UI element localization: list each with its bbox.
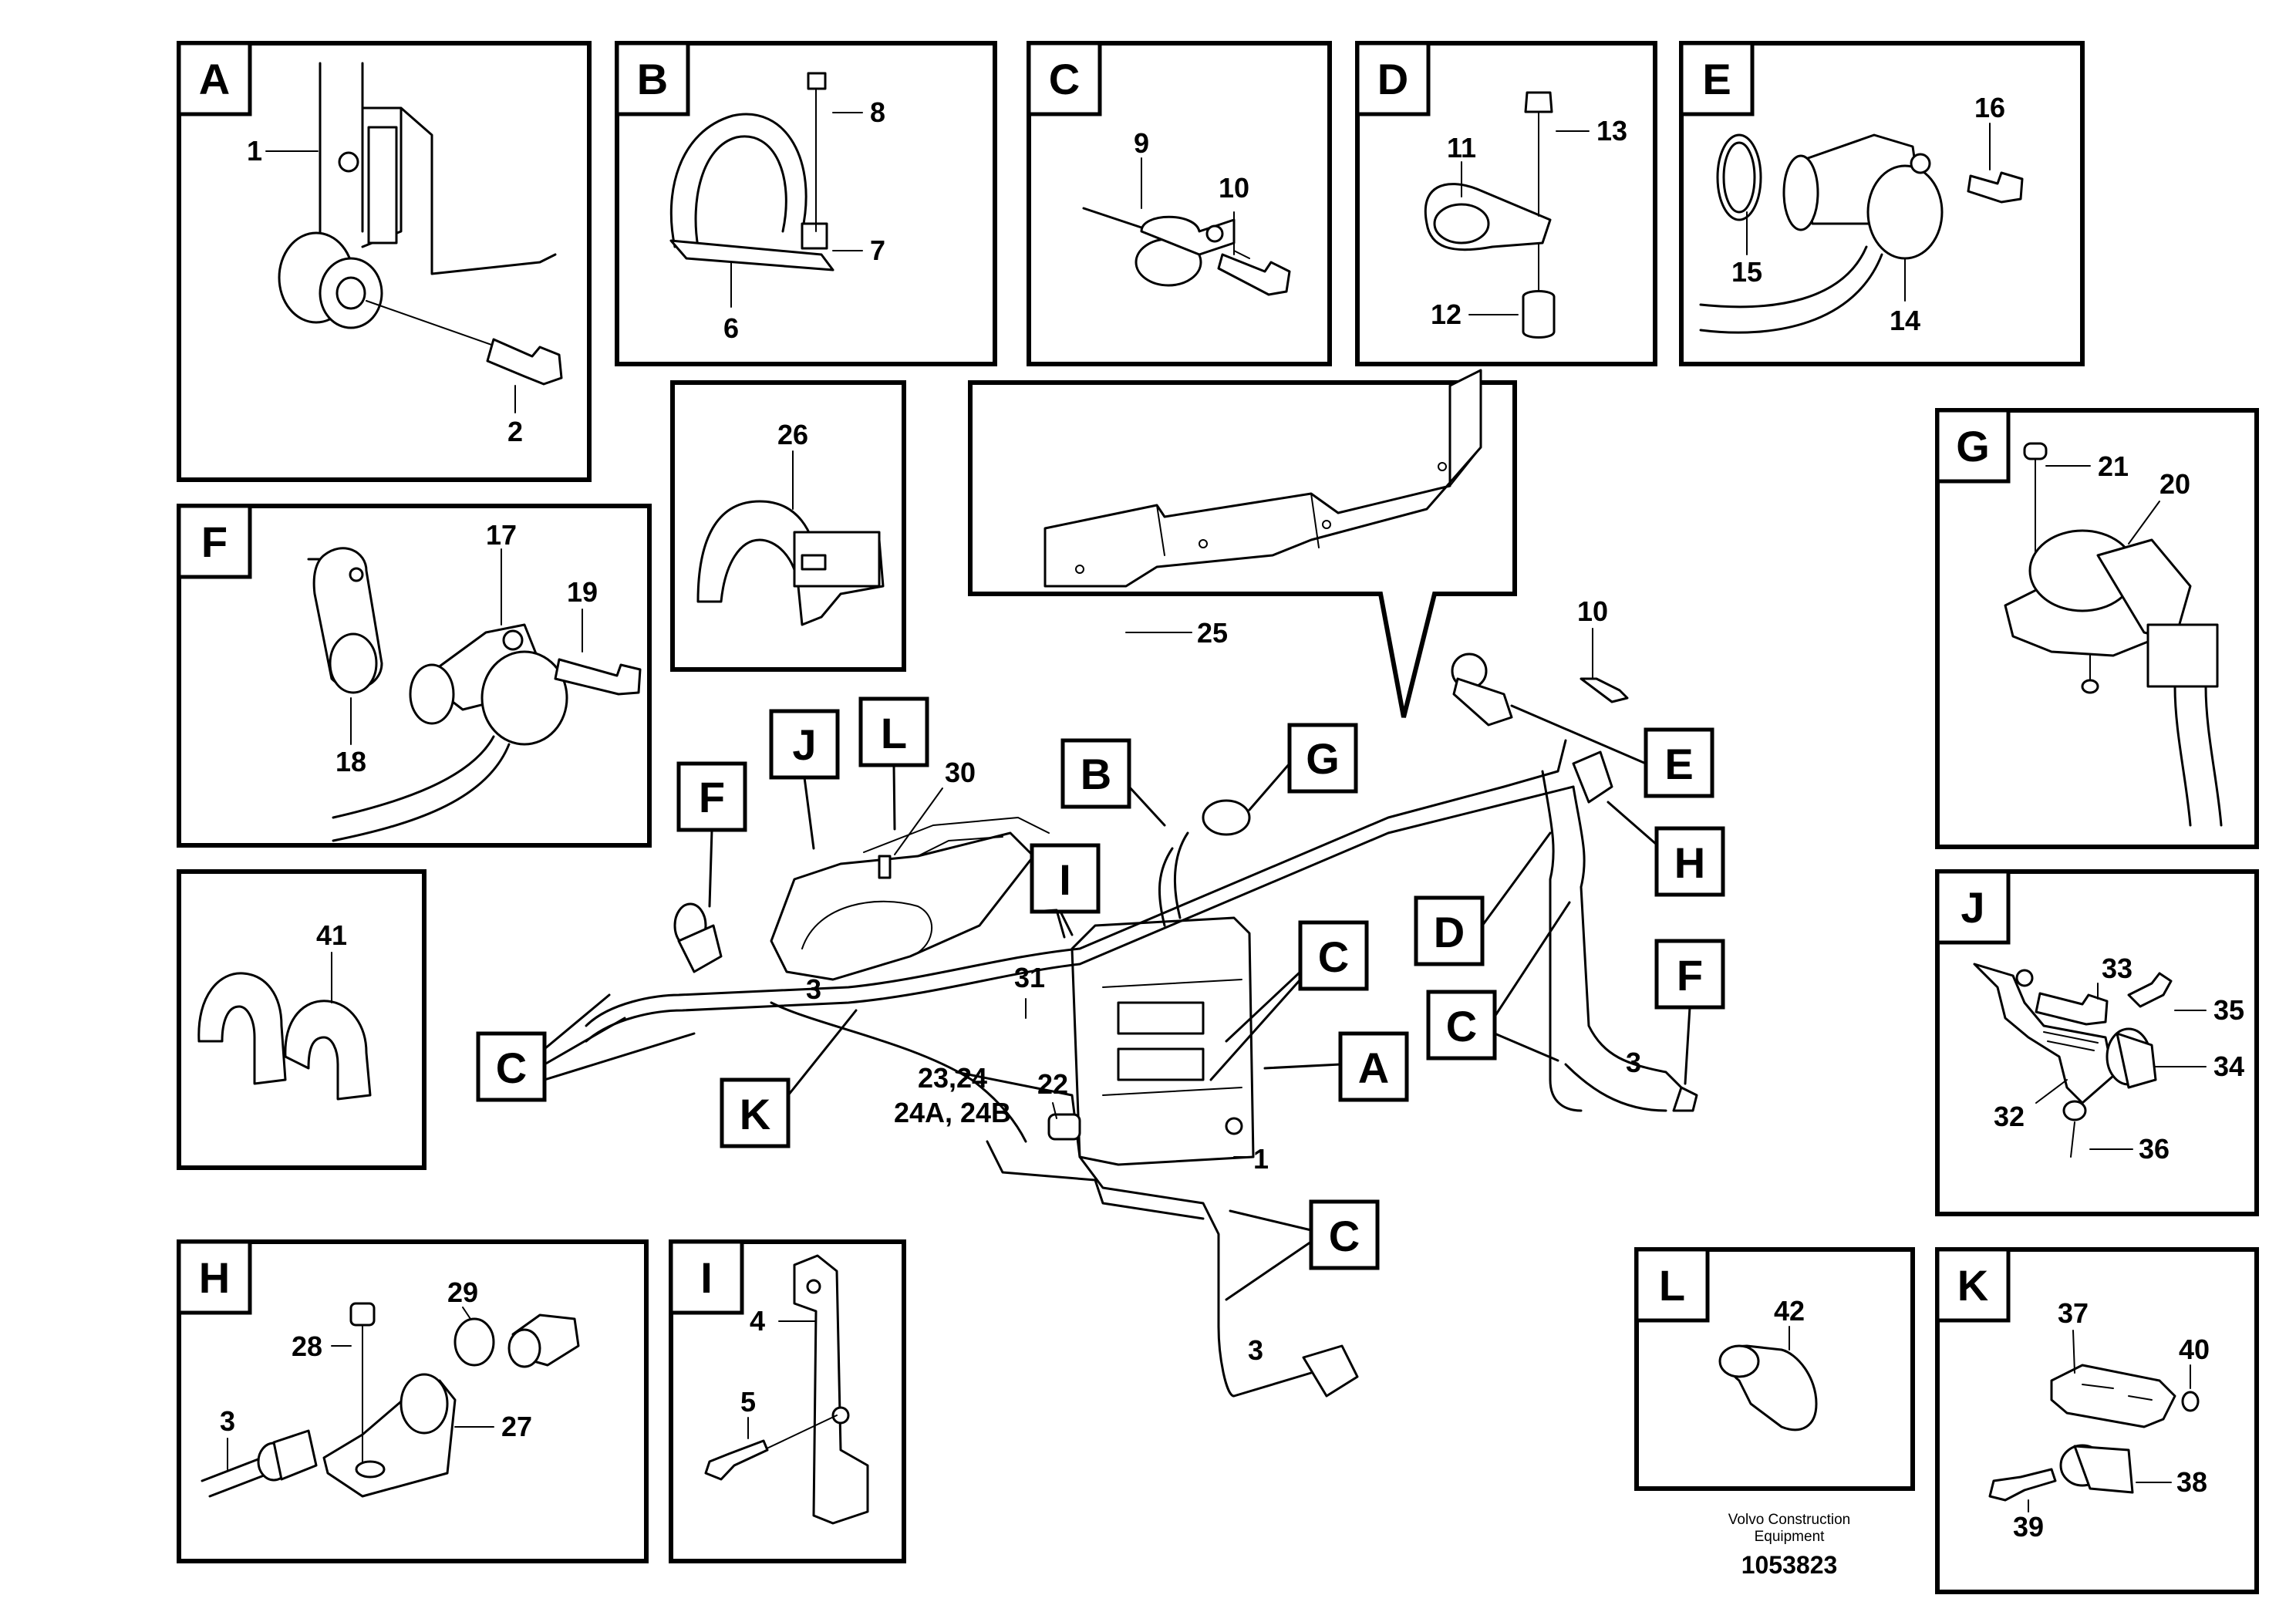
panel-label-i: I bbox=[700, 1253, 713, 1302]
detail-panel-d: D 13 11 12 bbox=[1355, 41, 1657, 366]
detail-panel-k: K 37 40 38 39 bbox=[1935, 1247, 2259, 1594]
callout-f-right: F bbox=[1677, 951, 1703, 1000]
part-number-19: 19 bbox=[567, 576, 598, 608]
brand-name-line-2: Equipment bbox=[1755, 1529, 1826, 1545]
panel-label-l: L bbox=[1659, 1261, 1685, 1310]
part-number-8: 8 bbox=[870, 96, 885, 128]
callout-d: D bbox=[1434, 908, 1465, 956]
part-number-25: 25 bbox=[1197, 617, 1228, 649]
part-number-2: 2 bbox=[507, 416, 523, 447]
part-number-6: 6 bbox=[723, 312, 739, 344]
part-number-36: 36 bbox=[2139, 1133, 2170, 1165]
part-number-5: 5 bbox=[740, 1386, 756, 1418]
callout-c-center: C bbox=[1318, 932, 1349, 981]
callout-l: L bbox=[881, 709, 907, 757]
document-number: 1053823 bbox=[1741, 1551, 1838, 1579]
brand-name-line-1: Volvo Construction bbox=[1728, 1512, 1850, 1528]
detail-panel-e: E 16 15 14 bbox=[1679, 41, 2085, 366]
callout-f-left: F bbox=[699, 773, 725, 821]
detail-panel-i: I 4 5 bbox=[669, 1239, 906, 1563]
part-number-18: 18 bbox=[335, 746, 366, 777]
part-number-35: 35 bbox=[2213, 994, 2244, 1026]
callout-a: A bbox=[1358, 1044, 1389, 1092]
main-assembly: 1 3 31 22 23,24 24A, 24B 30 10 3 3 bbox=[585, 595, 1698, 1398]
panel-label-j: J bbox=[1961, 883, 1984, 932]
detail-panel-c: C 9 10 bbox=[1027, 41, 1332, 366]
detail-panel-l: L 42 bbox=[1634, 1247, 1915, 1491]
part-number-3-right: 3 bbox=[1626, 1047, 1641, 1078]
detail-panel-h: H 28 29 27 3 bbox=[177, 1239, 649, 1563]
part-number-11: 11 bbox=[1447, 132, 1476, 164]
part-number-21: 21 bbox=[2098, 450, 2129, 482]
part-number-34: 34 bbox=[2213, 1050, 2244, 1082]
part-number-24a-24b: 24A, 24B bbox=[894, 1097, 1011, 1128]
callout-b: B bbox=[1081, 750, 1111, 798]
callout-c-left: C bbox=[496, 1044, 527, 1092]
panel-label-b: B bbox=[637, 55, 668, 103]
part-number-31: 31 bbox=[1014, 962, 1045, 993]
panel-label-a: A bbox=[199, 55, 230, 103]
part-number-3-h: 3 bbox=[220, 1405, 235, 1437]
part-number-29: 29 bbox=[447, 1276, 478, 1308]
panel-label-h: H bbox=[199, 1253, 230, 1302]
detail-panel-41: 41 bbox=[177, 869, 426, 1170]
part-number-42: 42 bbox=[1774, 1295, 1805, 1327]
part-number-1-detail: 1 bbox=[247, 135, 262, 167]
callout-c-right: C bbox=[1446, 1002, 1477, 1050]
part-number-10-main: 10 bbox=[1577, 595, 1608, 627]
part-number-12: 12 bbox=[1431, 298, 1462, 330]
part-number-14: 14 bbox=[1890, 305, 1920, 336]
detail-panel-b: B 8 7 6 bbox=[615, 41, 997, 366]
detail-panel-a: A 1 2 bbox=[177, 41, 592, 482]
part-number-22: 22 bbox=[1037, 1068, 1068, 1100]
detail-panel-j: J 33 35 34 32 36 bbox=[1935, 869, 2259, 1216]
part-number-41: 41 bbox=[316, 919, 347, 951]
document-footer: Volvo Construction Equipment 1053823 bbox=[1728, 1512, 1850, 1579]
part-number-28: 28 bbox=[292, 1330, 322, 1362]
callout-tags: J L F I B G E H D C bbox=[476, 696, 1725, 1301]
part-number-4: 4 bbox=[750, 1305, 765, 1337]
part-number-38: 38 bbox=[2176, 1466, 2207, 1498]
callout-g: G bbox=[1306, 734, 1340, 783]
part-number-7: 7 bbox=[870, 234, 885, 266]
part-number-26: 26 bbox=[777, 419, 808, 450]
part-number-1-main: 1 bbox=[1253, 1143, 1269, 1175]
detail-panel-25: 25 bbox=[968, 369, 1517, 718]
callout-i: I bbox=[1059, 855, 1071, 904]
callout-h: H bbox=[1674, 838, 1705, 887]
panel-label-k: K bbox=[1957, 1261, 1988, 1310]
panel-label-f: F bbox=[201, 518, 228, 566]
part-number-37: 37 bbox=[2058, 1297, 2089, 1329]
part-number-40: 40 bbox=[2179, 1334, 2210, 1365]
part-number-17: 17 bbox=[486, 519, 517, 551]
panel-label-d: D bbox=[1377, 55, 1408, 103]
part-number-3-bottom: 3 bbox=[1248, 1334, 1263, 1366]
part-number-23-24: 23,24 bbox=[918, 1062, 987, 1094]
part-number-32: 32 bbox=[1994, 1101, 2025, 1132]
part-number-30: 30 bbox=[945, 757, 976, 788]
part-number-15: 15 bbox=[1731, 256, 1762, 288]
panel-label-e: E bbox=[1702, 55, 1731, 103]
part-number-9: 9 bbox=[1134, 127, 1149, 159]
detail-panel-26: 26 bbox=[670, 380, 906, 672]
callout-j: J bbox=[792, 720, 816, 769]
panel-label-g: G bbox=[1956, 422, 1990, 470]
part-number-3-harness: 3 bbox=[806, 973, 821, 1005]
part-number-27: 27 bbox=[501, 1411, 532, 1442]
part-number-39: 39 bbox=[2013, 1511, 2044, 1543]
callout-c-bottom: C bbox=[1329, 1212, 1360, 1260]
panel-label-c: C bbox=[1049, 55, 1080, 103]
part-number-13: 13 bbox=[1596, 115, 1627, 147]
part-number-10-detail: 10 bbox=[1219, 172, 1249, 204]
part-number-33: 33 bbox=[2102, 953, 2132, 984]
callout-e: E bbox=[1664, 740, 1693, 788]
detail-panel-f: F 17 19 18 bbox=[177, 504, 652, 848]
callout-k: K bbox=[740, 1090, 770, 1138]
detail-panel-g: G 21 20 bbox=[1935, 408, 2259, 849]
part-number-20: 20 bbox=[2159, 468, 2190, 500]
part-number-16: 16 bbox=[1974, 92, 2005, 123]
